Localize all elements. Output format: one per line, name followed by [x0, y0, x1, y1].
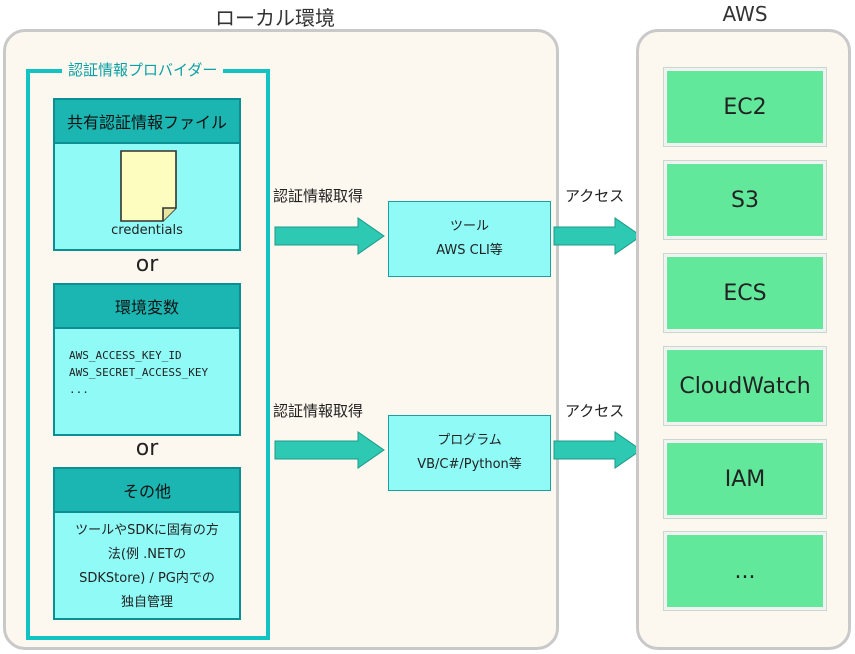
program-box-line: VB/C#/Python等	[417, 457, 522, 472]
credential-provider-label: 認証情報プロバイダー	[62, 59, 224, 80]
tool-box-line: AWS CLI等	[436, 243, 503, 258]
other-method-line: 独自管理	[120, 595, 173, 610]
arrow-right-icon	[553, 431, 642, 469]
or-separator-2: or	[135, 436, 159, 461]
other-method-line: ツールやSDKに固有の方	[75, 523, 219, 538]
env-vars-card: 環境変数 AWS_ACCESS_KEY_ID AWS_SECRET_ACCESS…	[53, 283, 241, 436]
service-iam: IAM	[664, 440, 826, 518]
arrow-right-icon	[553, 217, 642, 255]
tool-box: ツール AWS CLI等	[388, 201, 551, 277]
access-label-1: アクセス	[565, 187, 625, 205]
other-method-line: 法(例 .NETの	[107, 547, 187, 562]
shared-credentials-file-card: 共有認証情報ファイル credentials	[53, 98, 241, 251]
program-box-line: プログラム	[437, 433, 502, 448]
local-env-title: ローカル環境	[215, 6, 335, 30]
aws-title: AWS	[722, 2, 768, 26]
service-cloudwatch: CloudWatch	[664, 347, 826, 425]
service-more: ...	[664, 532, 826, 610]
service-ecs: ECS	[664, 254, 826, 332]
tool-box-line: ツール	[449, 219, 489, 234]
get-credentials-label-1: 認証情報取得	[273, 187, 364, 205]
other-method-line: SDKStore) / PG内での	[79, 571, 215, 586]
program-box: プログラム VB/C#/Python等	[388, 415, 551, 491]
arrow-right-icon	[274, 431, 385, 469]
other-method-title: その他	[55, 469, 239, 513]
credentials-file-name: credentials	[111, 223, 183, 238]
arrow-right-icon	[274, 217, 385, 255]
service-ec2: EC2	[664, 68, 826, 146]
env-vars-title: 環境変数	[55, 285, 239, 329]
other-method-card: その他 ツールやSDKに固有の方 法(例 .NETの SDKStore) / P…	[53, 467, 241, 620]
access-label-2: アクセス	[565, 402, 625, 420]
or-separator-1: or	[135, 252, 159, 277]
service-s3: S3	[664, 161, 826, 239]
get-credentials-label-2: 認証情報取得	[273, 402, 364, 420]
env-var-line: AWS_SECRET_ACCESS_KEY	[69, 366, 209, 379]
file-icon	[120, 150, 177, 222]
env-var-line: ...	[69, 383, 89, 396]
env-var-line: AWS_ACCESS_KEY_ID	[69, 349, 182, 362]
shared-credentials-file-title: 共有認証情報ファイル	[55, 100, 239, 144]
